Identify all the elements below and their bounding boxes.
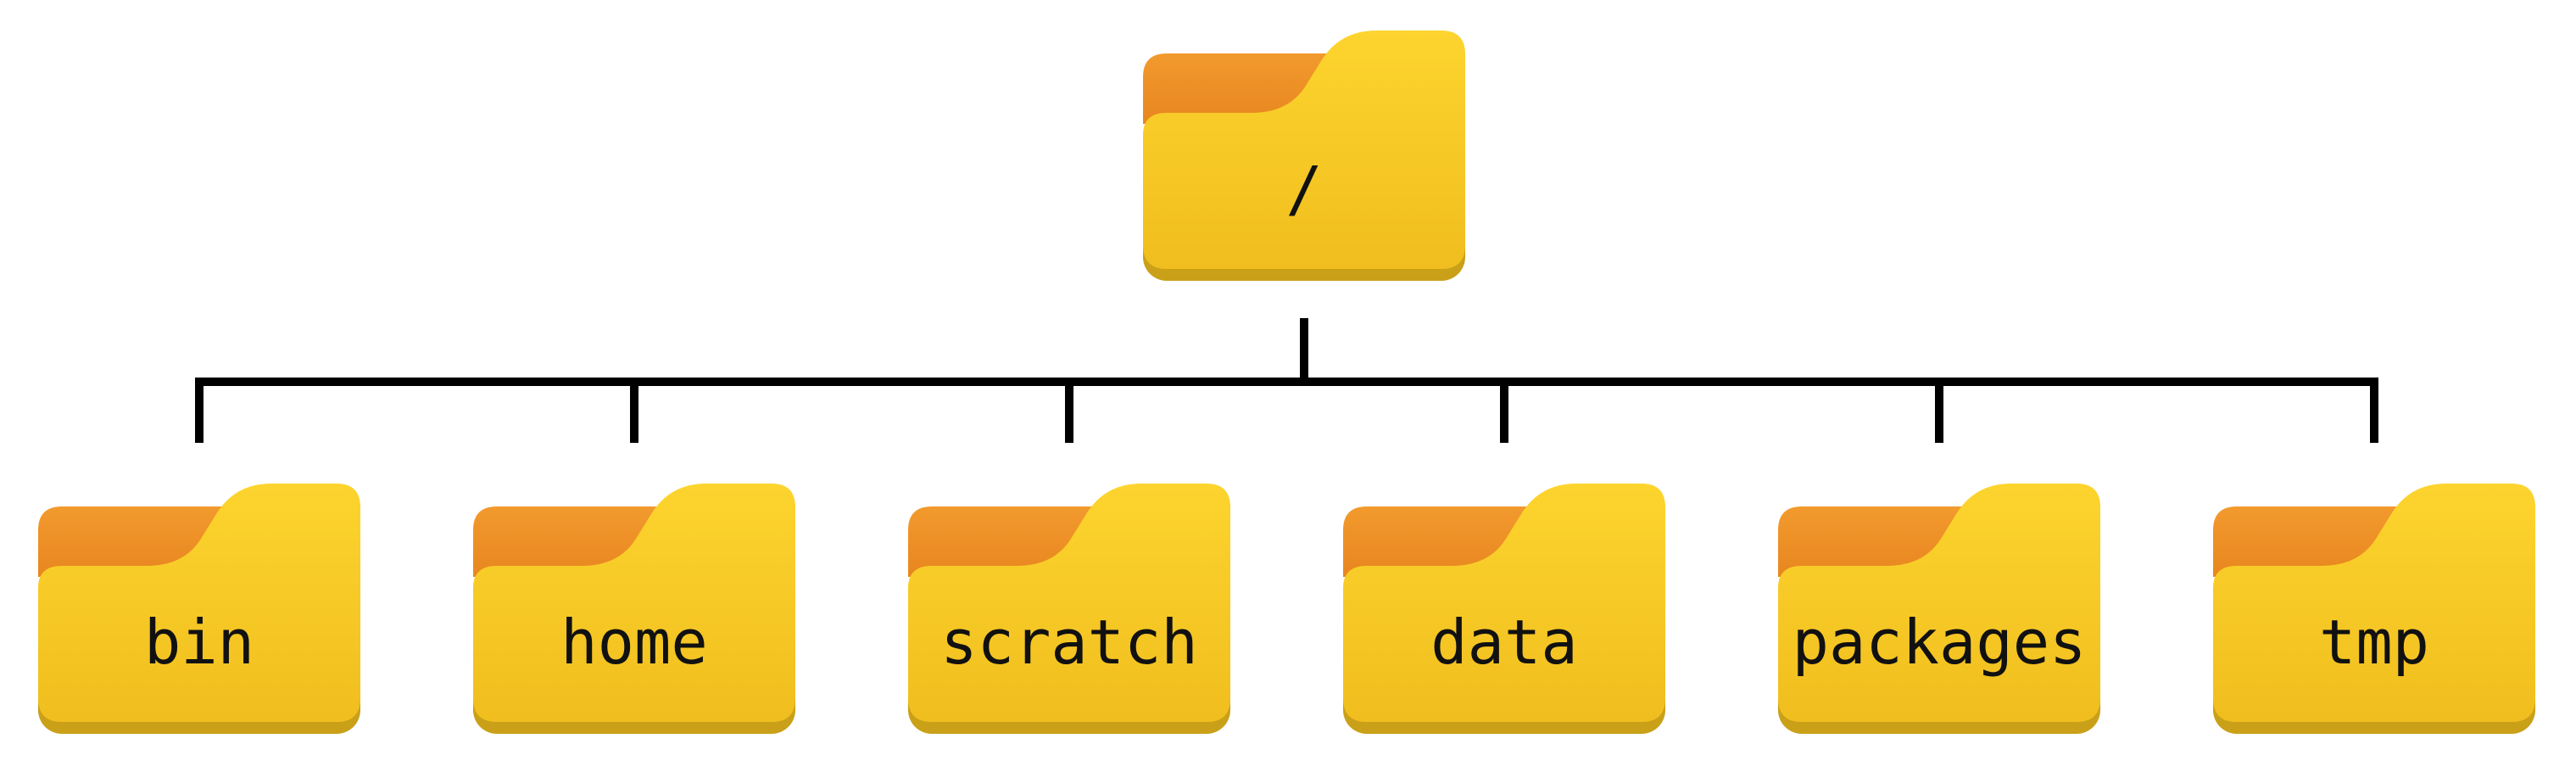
folder-icon <box>1143 31 1465 269</box>
child-folders: bin home scratch data packages tmp <box>38 484 2535 734</box>
folder-home[interactable]: home <box>473 484 795 734</box>
folder-icon <box>1343 484 1665 722</box>
folder-tmp[interactable]: tmp <box>2213 484 2535 734</box>
folder-label: tmp <box>2319 607 2429 678</box>
folder-bin[interactable]: bin <box>38 484 360 734</box>
folder-icon <box>38 484 360 722</box>
folder-root[interactable]: / <box>1143 31 1465 281</box>
folder-packages[interactable]: packages <box>1778 484 2100 734</box>
folder-icon <box>1778 484 2100 722</box>
folder-label: home <box>560 607 707 678</box>
folder-icon <box>473 484 795 722</box>
folder-label: / <box>1285 154 1322 225</box>
folder-label: data <box>1430 607 1577 678</box>
folder-label: scratch <box>940 607 1197 678</box>
folder-label: bin <box>144 607 254 678</box>
folder-icon <box>908 484 1230 722</box>
folder-label: packages <box>1793 607 2087 678</box>
folder-scratch[interactable]: scratch <box>908 484 1230 734</box>
folder-data[interactable]: data <box>1343 484 1665 734</box>
folder-icon <box>2213 484 2535 722</box>
tree-connectors <box>195 318 2378 443</box>
